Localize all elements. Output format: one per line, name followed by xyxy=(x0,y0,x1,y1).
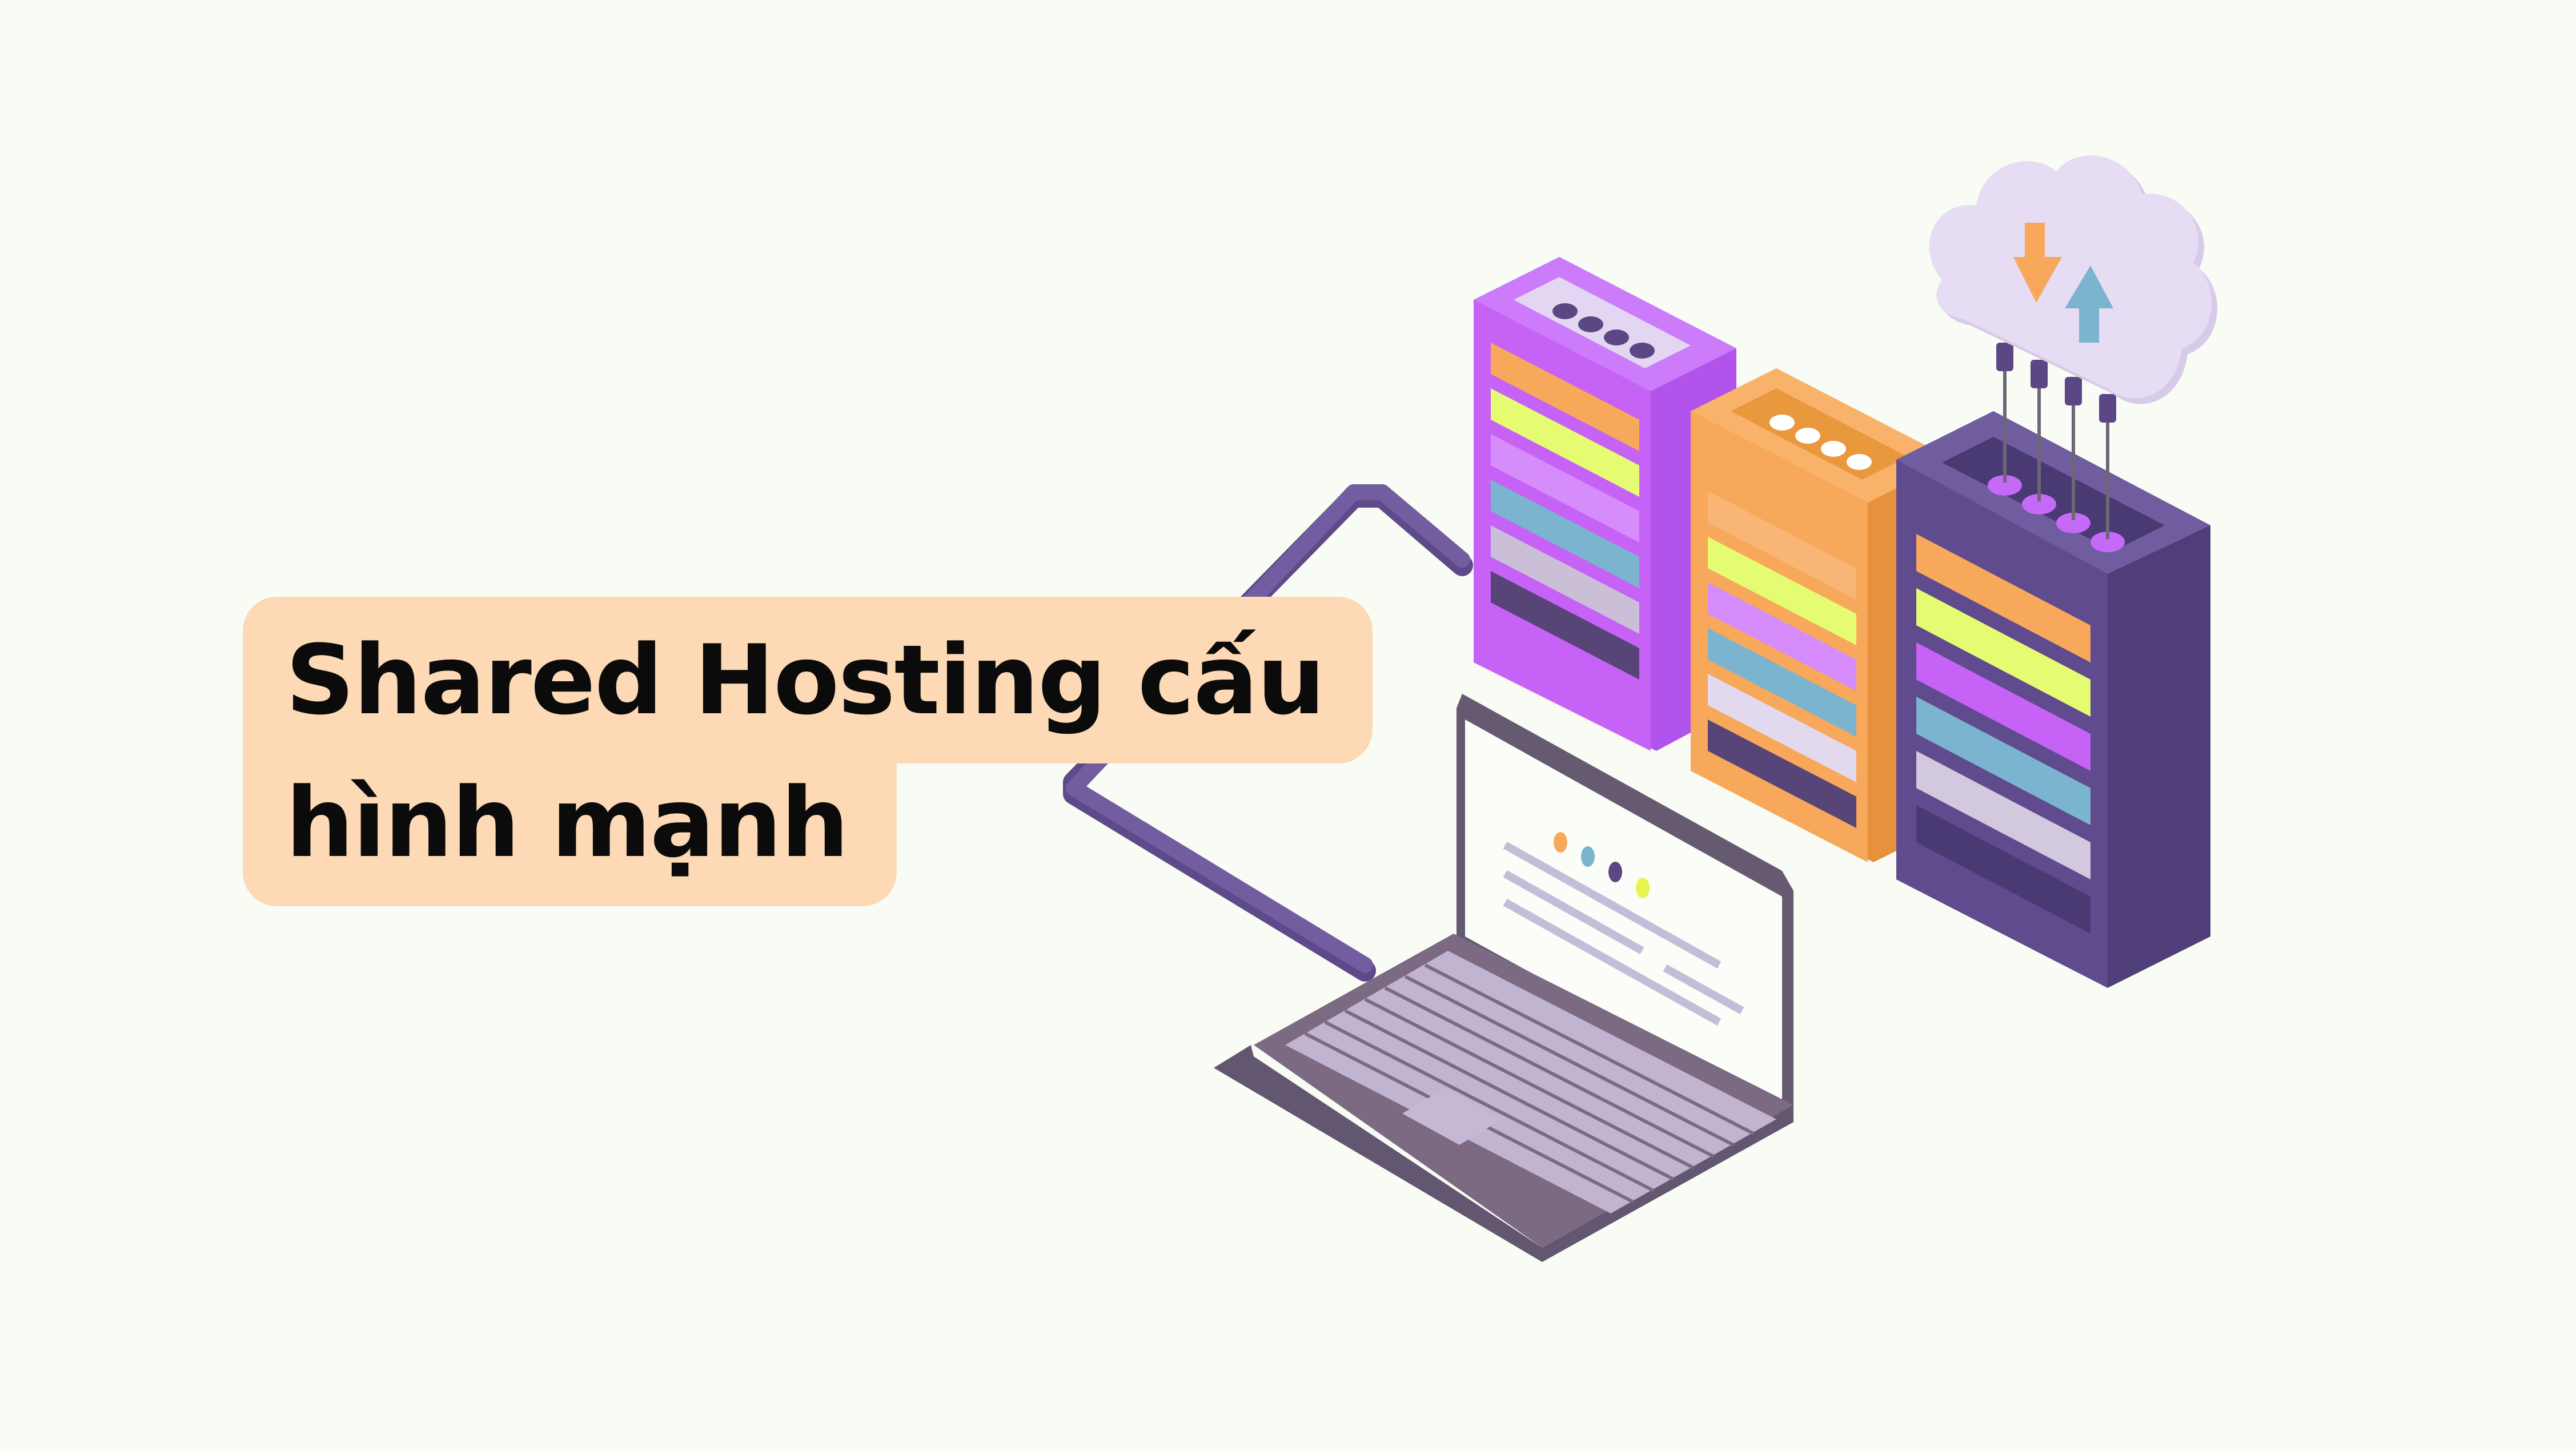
dark-server-slots xyxy=(1916,534,2091,934)
dark-purple-server-rack xyxy=(1896,411,2210,988)
screen-dots xyxy=(1554,832,1650,898)
caption-line-1: Shared Hosting cấu xyxy=(243,597,1373,763)
laptop xyxy=(1214,694,1793,1262)
cloud-icon xyxy=(1929,155,2218,539)
download-arrow-icon xyxy=(2013,223,2062,303)
orange-server-slots xyxy=(1708,491,1856,828)
trackpad xyxy=(1402,1088,1502,1145)
upload-arrow-icon xyxy=(2065,266,2113,343)
orange-server-rack xyxy=(1691,368,1953,862)
caption-line-2: hình mạnh xyxy=(243,763,897,906)
purple-server-slots xyxy=(1491,343,1639,680)
purple-server-rack xyxy=(1474,257,1736,751)
